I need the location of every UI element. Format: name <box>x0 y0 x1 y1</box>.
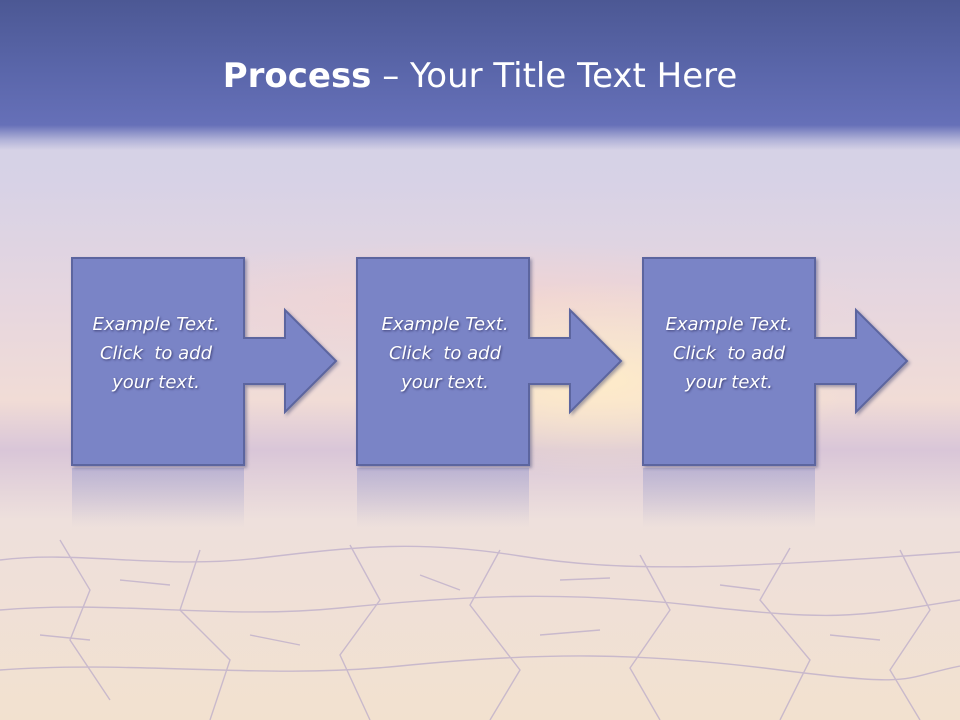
step-3-line-1: Example Text. <box>665 314 793 335</box>
step-2-reflection <box>357 468 529 528</box>
step-2-line-1: Example Text. <box>381 314 509 335</box>
step-1-arrow-shape[interactable] <box>71 257 338 466</box>
background-cracked-ground <box>0 539 960 720</box>
step-1-reflection <box>72 468 244 528</box>
step-2-arrow-shape[interactable] <box>356 257 623 466</box>
page-title[interactable]: Process – Your Title Text Here <box>0 52 960 100</box>
title-bold: Process <box>222 56 372 96</box>
step-2-line-2: Click to add <box>388 343 501 364</box>
title-rest: – Your Title Text Here <box>371 56 738 96</box>
step-1-line-3: your text. <box>112 372 200 393</box>
step-2-text[interactable]: Example Text. Click to add your text. <box>360 310 530 397</box>
step-3-line-3: your text. <box>685 372 773 393</box>
process-step-3[interactable] <box>642 257 909 528</box>
step-1-line-1: Example Text. <box>92 314 220 335</box>
step-3-text[interactable]: Example Text. Click to add your text. <box>644 310 814 397</box>
title-band <box>0 0 960 150</box>
process-step-2[interactable] <box>356 257 623 528</box>
step-1-text[interactable]: Example Text. Click to add your text. <box>71 310 241 397</box>
process-step-1[interactable] <box>71 257 338 528</box>
step-3-arrow-shape[interactable] <box>642 257 909 466</box>
step-3-reflection <box>643 468 815 528</box>
step-2-line-3: your text. <box>401 372 489 393</box>
step-1-line-2: Click to add <box>99 343 212 364</box>
step-3-line-2: Click to add <box>672 343 785 364</box>
